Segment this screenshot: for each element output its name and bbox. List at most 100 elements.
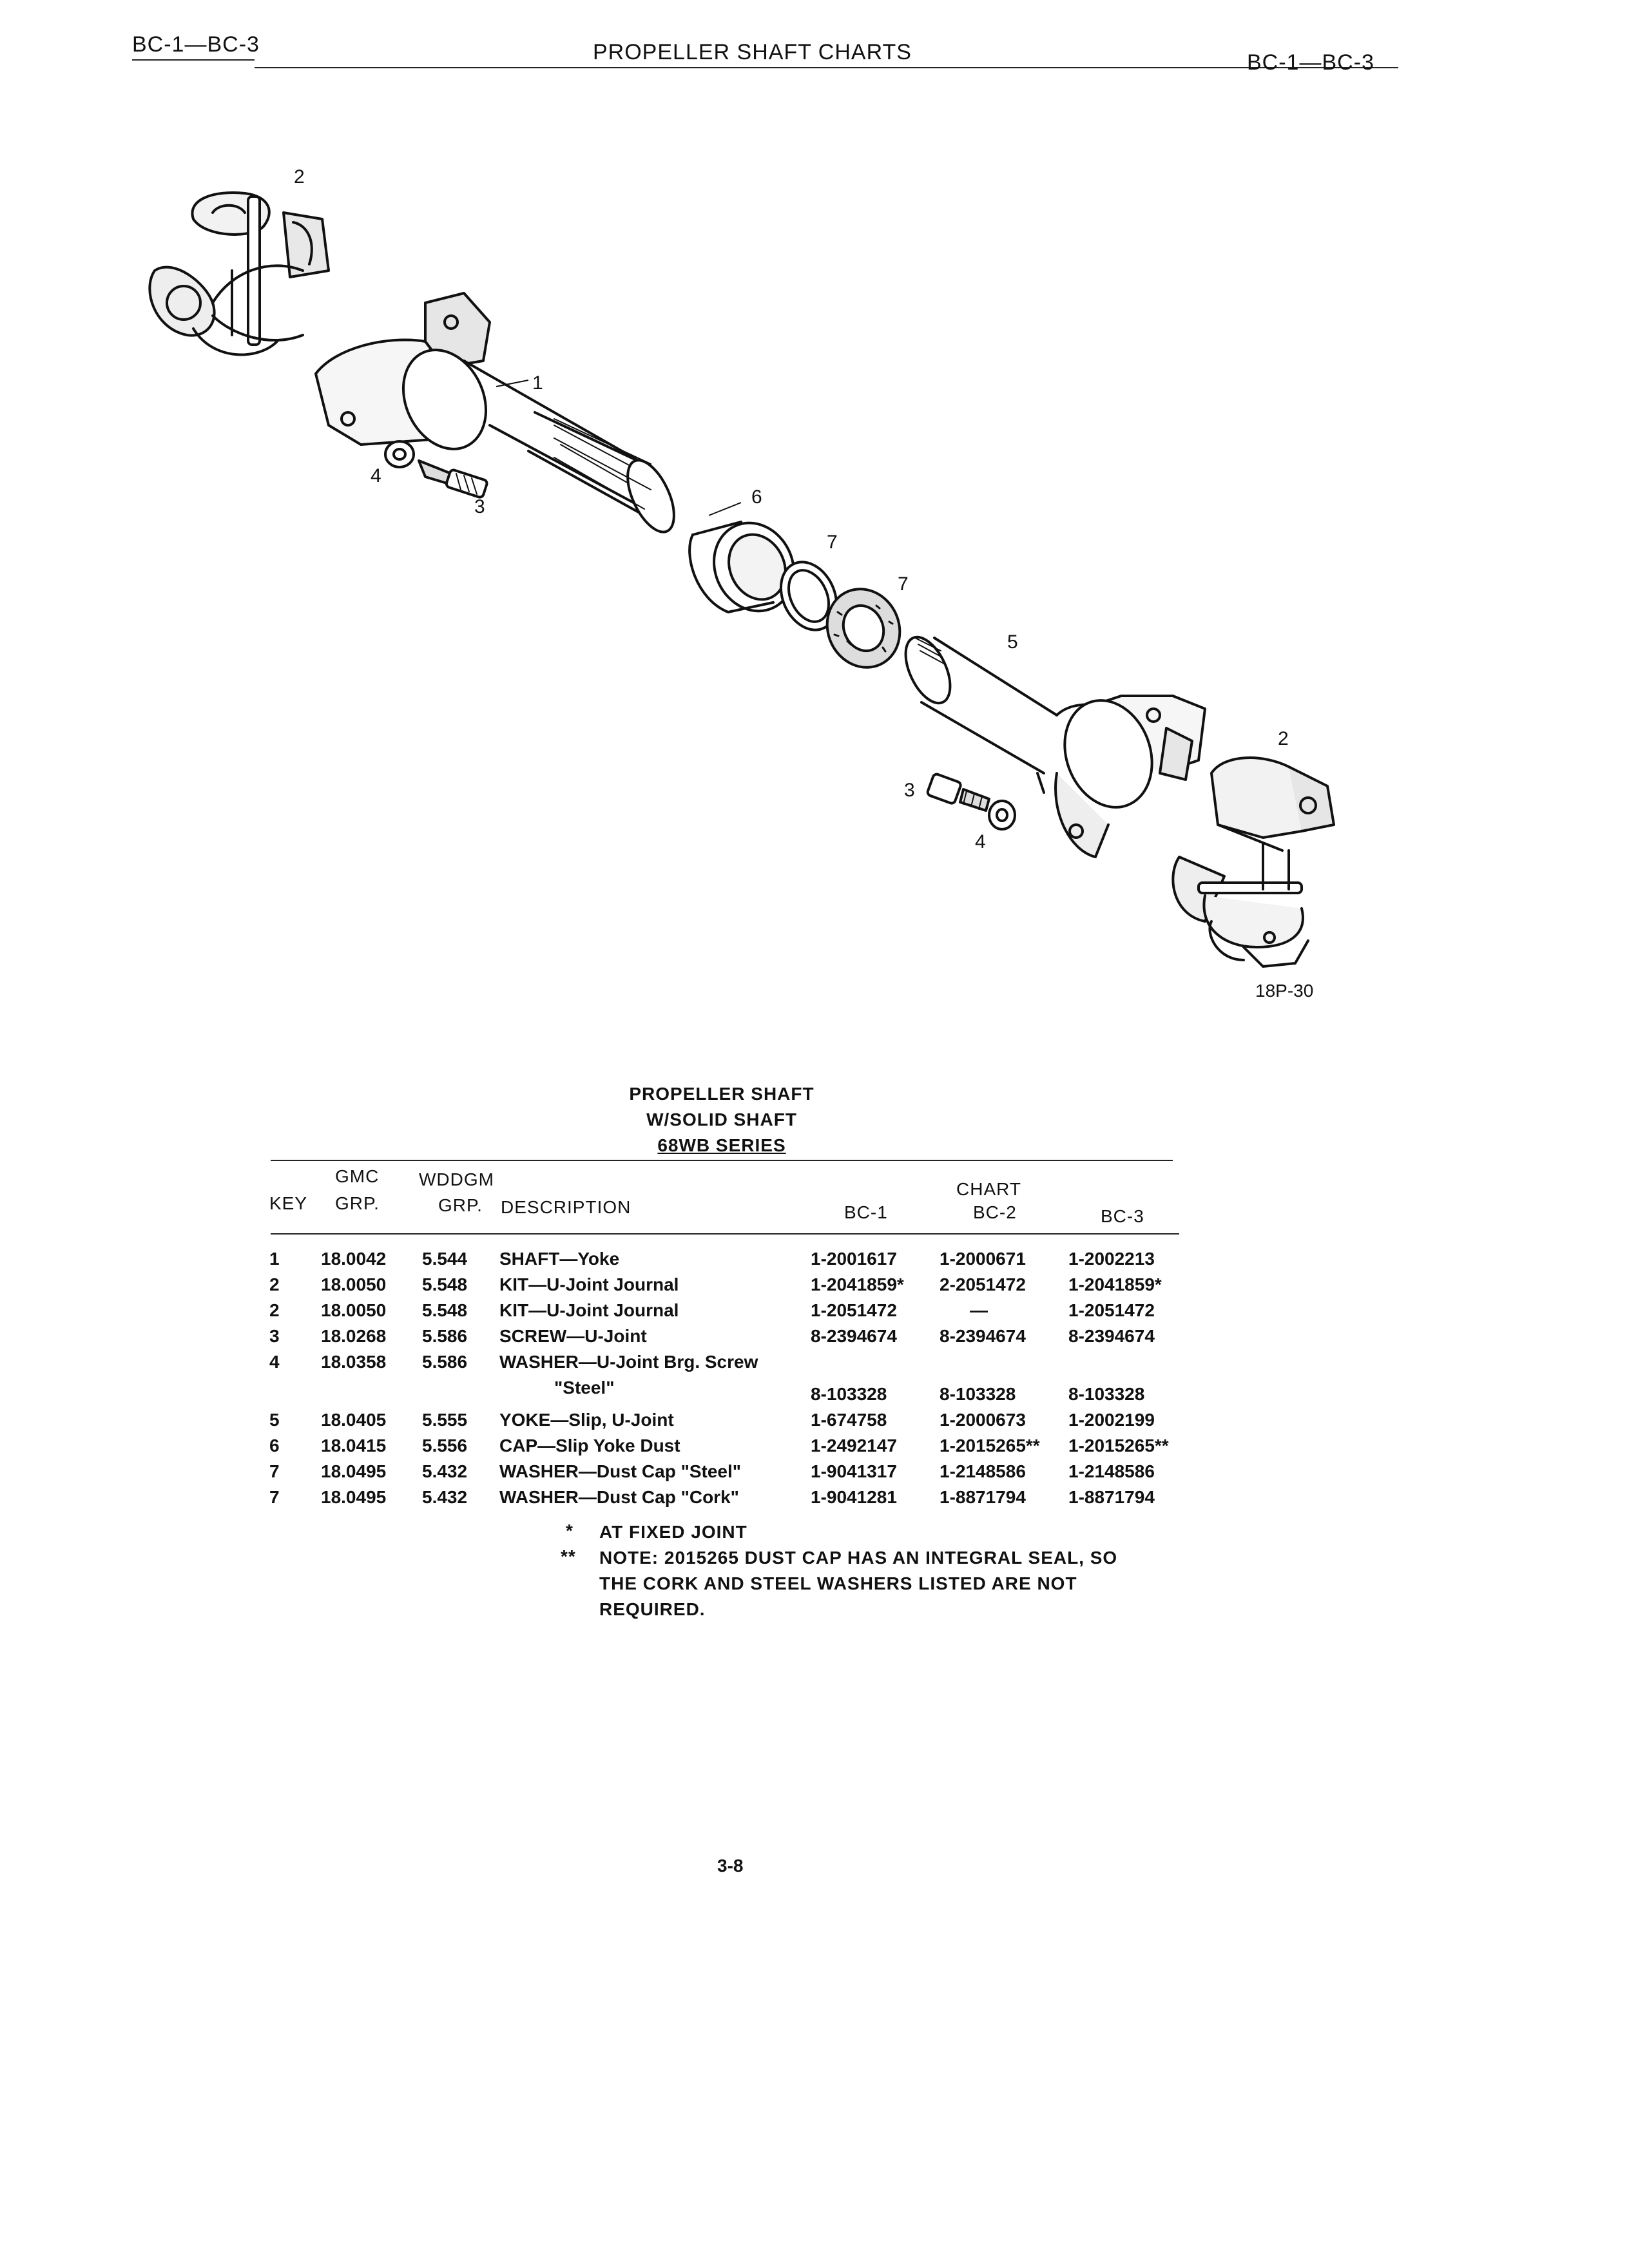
callout-5: 5 (1007, 631, 1018, 653)
callout-7-cork: 7 (898, 573, 909, 595)
note-mark-1: * (566, 1521, 574, 1541)
washer-lower (988, 800, 1016, 831)
cell-wddgm: 5.555 (422, 1410, 468, 1430)
cell-key: 4 (269, 1352, 280, 1372)
callout-3-lower: 3 (904, 780, 915, 801)
note-text-1: AT FIXED JOINT (599, 1522, 747, 1542)
washer-upper (384, 440, 415, 468)
cell-description: CAP—Slip Yoke Dust (499, 1436, 680, 1456)
table-row: 7 18.0495 5.432 WASHER—Dust Cap "Cork" 1… (264, 1487, 1192, 1513)
cell-description: WASHER—Dust Cap "Cork" (499, 1487, 739, 1507)
cell-bc1: 1-2492147 (811, 1436, 897, 1456)
note-mark-2: ** (561, 1546, 576, 1566)
cell-bc3: 1-8871794 (1068, 1487, 1155, 1507)
cell-description: KIT—U-Joint Journal (499, 1300, 679, 1320)
table-row: 7 18.0495 5.432 WASHER—Dust Cap "Steel" … (264, 1461, 1192, 1487)
cork-washer (825, 588, 901, 669)
cell-bc2: 2-2051472 (940, 1274, 1026, 1294)
cell-bc3: 1-2051472 (1068, 1300, 1155, 1320)
note-text-2: NOTE: 2015265 DUST CAP HAS AN INTEGRAL S… (599, 1548, 1118, 1568)
header-key: KEY (269, 1193, 308, 1213)
table-row: 4 18.0358 5.586 WASHER—U-Joint Brg. Scre… (264, 1352, 1192, 1378)
callout-3-upper: 3 (474, 496, 485, 517)
slip-yoke (904, 635, 1206, 858)
cell-gmc: 18.0268 (321, 1326, 387, 1346)
table-row: 6 18.0415 5.556 CAP—Slip Yoke Dust 1-249… (264, 1436, 1192, 1461)
cell-key: 2 (269, 1274, 280, 1294)
cell-bc2: 1-2000671 (940, 1249, 1026, 1269)
u-joint-kit-lower (1171, 756, 1335, 968)
u-joint-kit-upper (148, 191, 330, 356)
cell-bc1: 1-2041859* (811, 1274, 904, 1294)
cell-description: KIT—U-Joint Journal (499, 1274, 679, 1294)
callout-6: 6 (751, 486, 762, 508)
cell-gmc: 18.0405 (321, 1410, 387, 1430)
shaft-yoke (314, 292, 675, 533)
table-row: "Steel" 8-103328 8-103328 8-103328 (264, 1378, 1192, 1404)
header-chart: CHART (956, 1179, 1021, 1199)
cell-gmc: 18.0050 (321, 1300, 387, 1320)
screw-lower (926, 773, 990, 812)
cell-description: SCREW—U-Joint (499, 1326, 647, 1346)
table-title-line-1: PROPELLER SHAFT (629, 1084, 815, 1104)
cell-bc2: — (970, 1300, 988, 1320)
page-title: PROPELLER SHAFT CHARTS (593, 40, 912, 64)
cell-description: YOKE—Slip, U-Joint (499, 1410, 674, 1430)
cell-wddgm: 5.548 (422, 1274, 468, 1294)
cell-bc1: 8-103328 (811, 1384, 887, 1404)
cell-bc3: 1-2041859* (1068, 1274, 1162, 1294)
cell-bc3: 1-2002213 (1068, 1249, 1155, 1269)
cell-bc1: 1-9041317 (811, 1461, 897, 1481)
cell-bc1: 1-2051472 (811, 1300, 897, 1320)
table-title-line-3: 68WB SERIES (657, 1135, 786, 1155)
header-wddgm-bottom: GRP. (438, 1195, 483, 1215)
callout-7-steel: 7 (827, 532, 838, 553)
cell-key: 7 (269, 1487, 280, 1507)
header-description: DESCRIPTION (501, 1197, 631, 1217)
cell-wddgm: 5.556 (422, 1436, 468, 1456)
cell-key: 2 (269, 1300, 280, 1320)
header-gmc-top: GMC (335, 1166, 380, 1186)
cell-bc1: 8-2394674 (811, 1326, 897, 1346)
callout-1: 1 (532, 372, 543, 394)
cell-bc2: 1-8871794 (940, 1487, 1026, 1507)
cell-wddgm: 5.548 (422, 1300, 468, 1320)
cell-gmc: 18.0495 (321, 1461, 387, 1481)
table-row: 2 18.0050 5.548 KIT—U-Joint Journal 1-20… (264, 1300, 1192, 1326)
steel-washer (779, 561, 838, 631)
cell-gmc: 18.0358 (321, 1352, 387, 1372)
table-row: 3 18.0268 5.586 SCREW—U-Joint 8-2394674 … (264, 1326, 1192, 1352)
propeller-shaft-exploded-diagram (148, 191, 1335, 968)
cell-bc3: 1-2002199 (1068, 1410, 1155, 1430)
cell-key: 3 (269, 1326, 280, 1346)
cell-bc3: 8-2394674 (1068, 1326, 1155, 1346)
header-wddgm-top: WDDGM (419, 1169, 494, 1189)
header-left: BC-1—BC-3 (132, 32, 260, 57)
header-rule (255, 67, 1398, 68)
dust-cap (688, 521, 795, 613)
cell-bc3: 1-2148586 (1068, 1461, 1155, 1481)
table-title-line-2: W/SOLID SHAFT (646, 1110, 797, 1129)
cell-description: SHAFT—Yoke (499, 1249, 620, 1269)
cell-bc2: 1-2000673 (940, 1410, 1026, 1430)
cell-gmc: 18.0050 (321, 1274, 387, 1294)
cell-key: 6 (269, 1436, 280, 1456)
cell-key: 1 (269, 1249, 280, 1269)
callout-2-upper: 2 (294, 166, 305, 187)
cell-gmc: 18.0042 (321, 1249, 387, 1269)
cell-wddgm: 5.586 (422, 1352, 468, 1372)
cell-bc1: 1-2001617 (811, 1249, 897, 1269)
cell-gmc: 18.0415 (321, 1436, 387, 1456)
cell-description: WASHER—U-Joint Brg. Screw (499, 1352, 758, 1372)
note-text-3: THE CORK AND STEEL WASHERS LISTED ARE NO… (599, 1573, 1077, 1593)
header-right: BC-1—BC-3 (1247, 50, 1374, 75)
cell-bc3: 1-2015265** (1068, 1436, 1169, 1456)
table-row: 2 18.0050 5.548 KIT—U-Joint Journal 1-20… (264, 1274, 1192, 1300)
cell-bc3: 8-103328 (1068, 1384, 1145, 1404)
cell-gmc: 18.0495 (321, 1487, 387, 1507)
cell-wddgm: 5.432 (422, 1461, 468, 1481)
cell-bc2: 1-2015265** (940, 1436, 1040, 1456)
header-bc1: BC-1 (844, 1202, 888, 1222)
table-row: 1 18.0042 5.544 SHAFT—Yoke 1-2001617 1-2… (264, 1249, 1192, 1274)
header-rule-left (132, 59, 255, 61)
